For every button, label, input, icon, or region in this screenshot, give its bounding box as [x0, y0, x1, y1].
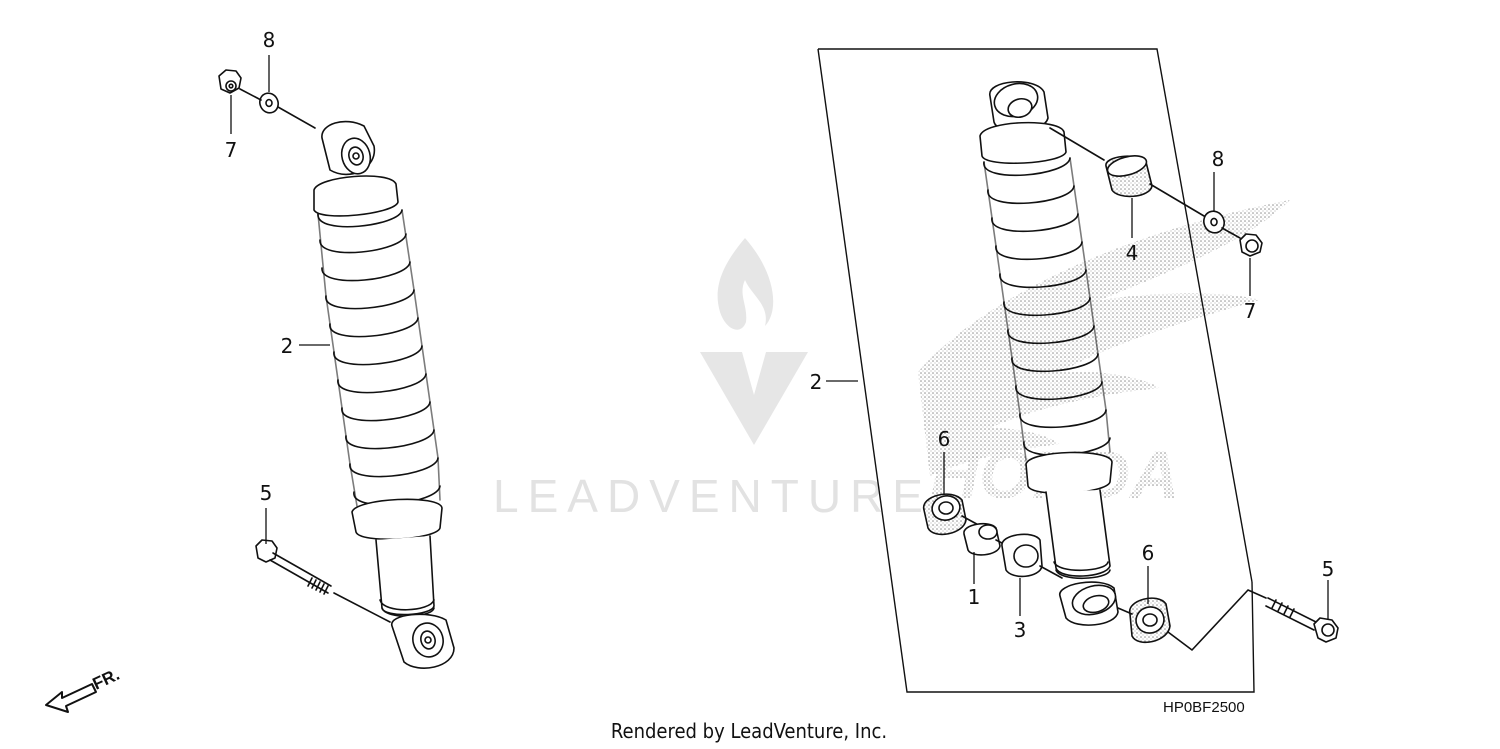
callout-1-right: 1: [968, 585, 981, 609]
spacer-icon: [1001, 533, 1043, 578]
coil-spring-icon: [983, 157, 1111, 461]
leadventure-logo-icon: [700, 238, 808, 445]
leadventure-watermark: LEADVENTURE: [493, 470, 932, 522]
right-leader-lines: [826, 172, 1329, 620]
callout-5-left: 5: [260, 481, 273, 505]
callout-6-right-upper: 6: [938, 427, 951, 451]
flange-bolt-icon: [255, 539, 332, 595]
diagram-code: HP0BF2500: [1163, 699, 1245, 716]
callout-3-right: 3: [1014, 618, 1027, 642]
left-leader-lines: [230, 55, 330, 544]
washer-icon: [1203, 210, 1225, 234]
callout-4-right: 4: [1126, 241, 1139, 265]
footer-credit: Rendered by LeadVenture, Inc.: [611, 719, 887, 743]
honda-wing-watermark: [918, 200, 1290, 476]
callout-7-left: 7: [225, 138, 238, 162]
washer-icon: [259, 92, 279, 114]
callout-2-left: 2: [281, 334, 294, 358]
flange-nut-icon: [218, 69, 242, 94]
rubber-bushing-icon: [1105, 155, 1153, 198]
collar-icon: [963, 522, 1001, 556]
callout-6-right-lower: 6: [1142, 541, 1155, 565]
callout-2-right: 2: [810, 370, 823, 394]
flange-nut-icon: [1239, 233, 1263, 257]
callout-8-left: 8: [263, 28, 276, 52]
callout-7-right: 7: [1244, 299, 1257, 323]
shock-bottom-eye-icon: [1059, 581, 1119, 626]
shock-top-eye-icon: [989, 81, 1049, 133]
front-direction-arrow-icon: [45, 683, 97, 713]
left-shock-assembly: [218, 69, 455, 669]
flange-bolt-icon: [1265, 597, 1339, 643]
callout-5-right: 5: [1322, 557, 1335, 581]
exploded-view-frame: [817, 48, 1255, 693]
bearing-icon: [1129, 597, 1171, 644]
shock-top-eye-icon: [321, 120, 376, 176]
right-shock-assembly: [923, 81, 1339, 651]
coil-spring-icon: [317, 209, 441, 513]
shock-bottom-eye-icon: [391, 613, 455, 669]
bearing-icon: [923, 493, 967, 536]
callout-8-right: 8: [1212, 147, 1225, 171]
